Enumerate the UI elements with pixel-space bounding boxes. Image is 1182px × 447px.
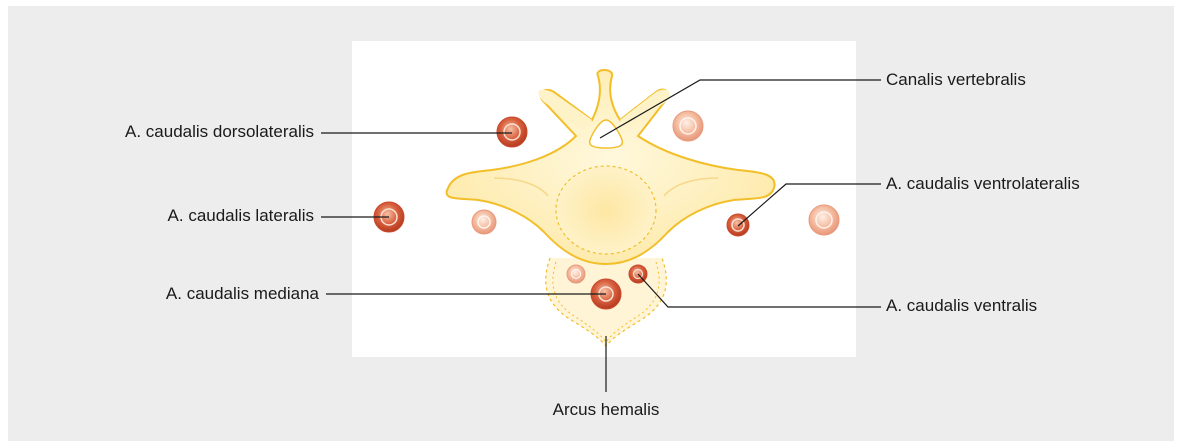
label-mediana: A. caudalis mediana [166,284,319,304]
artery-dorsolateral-right [673,111,703,141]
artery-ventrolateral-right [727,214,749,236]
label-ventralis: A. caudalis ventralis [886,296,1037,316]
label-dorsolateralis: A. caudalis dorsolateralis [125,122,314,142]
artery-ventral-left [567,265,585,283]
label-lateralis: A. caudalis lateralis [168,206,314,226]
label-canalis-vertebralis: Canalis vertebralis [886,70,1026,90]
artery-ventrolateral-left [472,210,496,234]
artery-lateral-right [809,205,839,235]
figure-background: Canalis vertebralis A. caudalis dorsolat… [8,6,1174,441]
label-ventrolateralis: A. caudalis ventrolateralis [886,174,1080,194]
label-arcus-hemalis: Arcus hemalis [546,400,666,420]
artery-dorsolateral-left [497,117,527,147]
corpus-vertebrae [556,166,656,254]
